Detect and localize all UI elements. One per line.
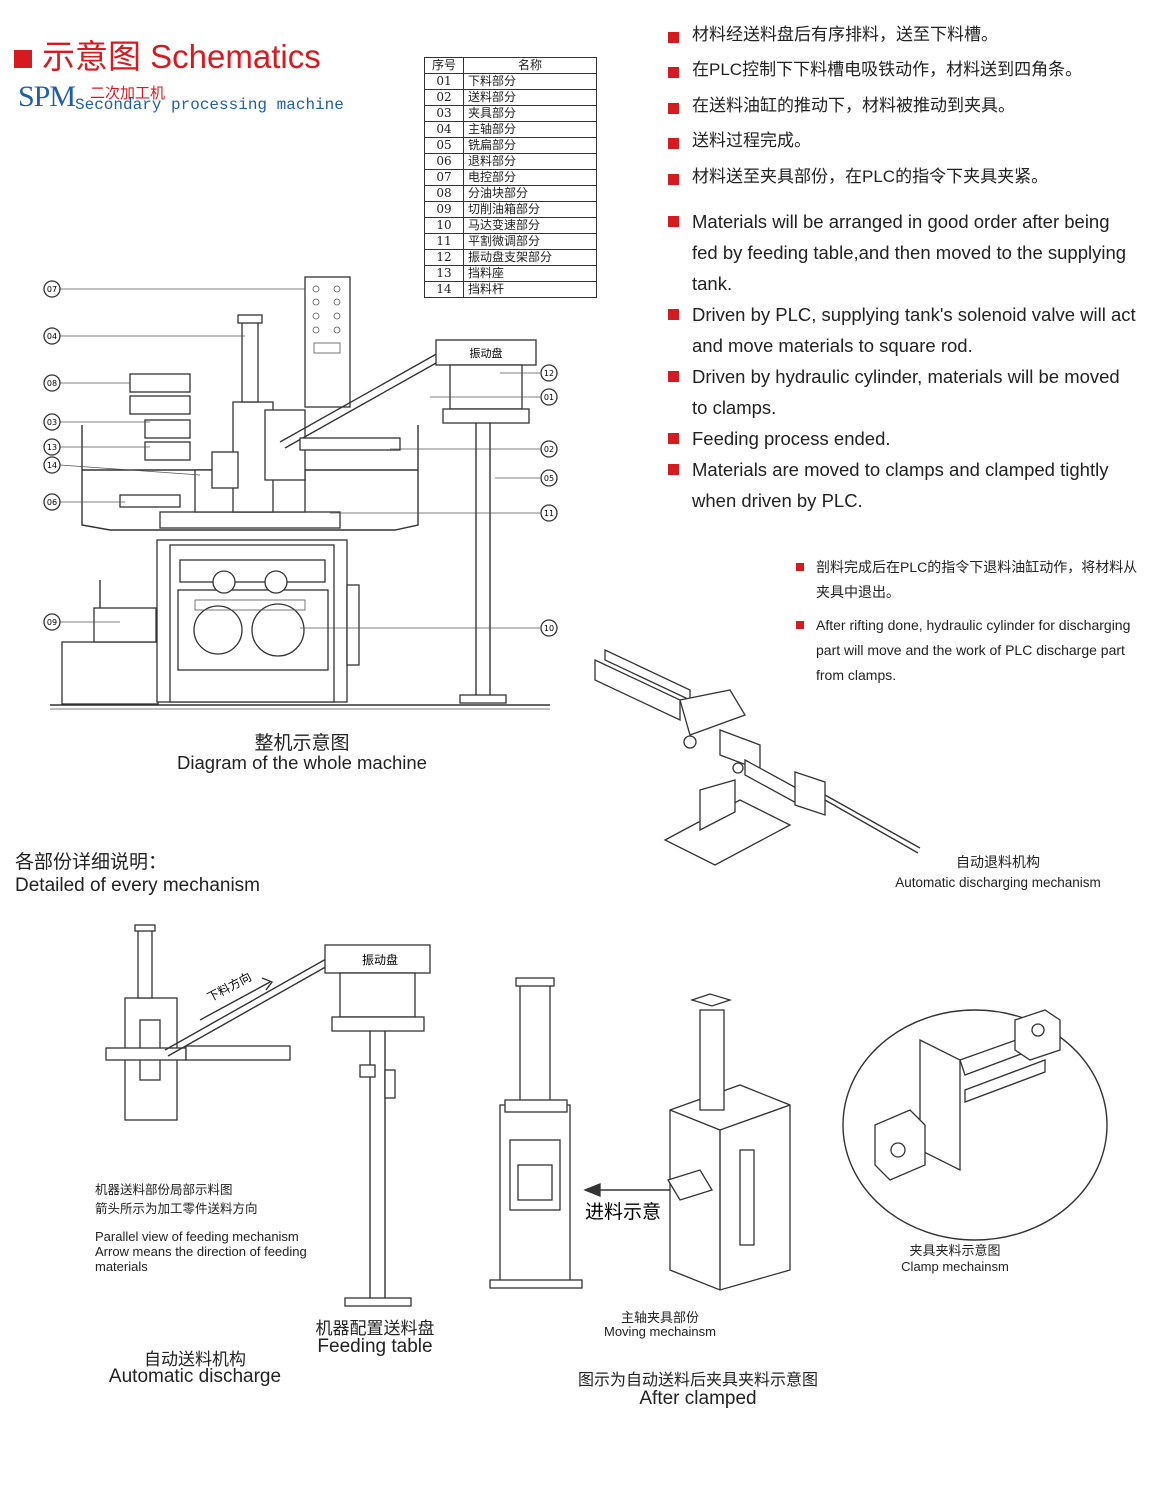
bullet-en: Driven by hydraulic cylinder, materials …: [668, 361, 1138, 423]
clamp-cn: 夹具夹料示意图: [909, 1243, 1001, 1258]
moving-mechanism-drawing: [667, 993, 791, 1291]
title-square-icon: [14, 50, 32, 69]
whole-en: Diagram of the whole machine: [177, 752, 427, 773]
parallel-en: Parallel view of feeding mechanism Arrow…: [95, 1229, 307, 1274]
vibration-plate-label: 振动盘: [470, 346, 503, 360]
callout-label: 07: [47, 285, 57, 294]
bullet-cn: 材料送至夹具部份，在PLC的指令下夹具夹紧。: [668, 167, 1148, 187]
auto-feed-drawing: 进料示意: [489, 977, 670, 1289]
auto-discharge-drawing: [594, 648, 921, 866]
moving-cn: 主轴夹具部份: [620, 1310, 699, 1325]
page-title: 示意图 Schematics: [14, 30, 321, 78]
spm-logo: SPM: [18, 80, 76, 113]
parallel-cn: 机器送料部份局部示料图 箭头所示为加工零件送料方向: [95, 1181, 258, 1219]
callouts-left: 07 04 08 03 13 14 06 09: [43, 280, 61, 631]
callout-label: 04: [47, 332, 57, 341]
vibration-plate-label-2: 振动盘: [362, 952, 398, 967]
whole-cn: 整机示意图: [254, 733, 350, 754]
title-cn: 示意图: [42, 38, 141, 75]
discharge-note-en: After rifting done, hydraulic cylinder f…: [796, 613, 1146, 688]
callout-label: 08: [47, 379, 57, 388]
bullet-en: Driven by PLC, supplying tank's solenoid…: [668, 299, 1138, 361]
bullet-cn: 在送料油缸的推动下，材料被推动到夹具。: [668, 96, 1148, 116]
spm-en: Secondary processing machine: [75, 96, 344, 114]
callout-label: 12: [544, 369, 554, 378]
parallel-cn-line2: 箭头所示为加工零件送料方向: [95, 1202, 258, 1216]
bullet-cn: 送料过程完成。: [668, 131, 1148, 151]
feed-direction-label: 下料方向: [204, 969, 253, 1005]
col-name-header: 名称: [463, 57, 597, 74]
callout-label: 11: [544, 509, 554, 518]
title-en: Schematics: [150, 38, 321, 75]
auto-feed-en: Automatic discharge: [108, 1366, 282, 1387]
parallel-cn-line1: 机器送料部份局部示料图: [95, 1183, 233, 1197]
bullet-cn: 材料经送料盘后有序排料，送至下料槽。: [668, 25, 1148, 45]
feeding-table-drawing: 振动盘: [324, 944, 431, 1307]
callouts-right: 12 01 02 05 11 10: [540, 364, 558, 637]
parallel-feeding-drawing: 下料方向: [105, 924, 346, 1121]
feed-in-label: 进料示意: [585, 1201, 661, 1223]
callout-label: 06: [47, 498, 57, 507]
detail-cn: 各部份详细说明：: [15, 852, 168, 873]
callout-label: 09: [47, 618, 57, 627]
bullets-en: Materials will be arranged in good order…: [668, 206, 1138, 516]
callout-label: 13: [47, 443, 57, 452]
callout-label: 02: [544, 445, 554, 454]
callout-label: 03: [47, 418, 57, 427]
bullet-en: Feeding process ended.: [668, 423, 1138, 454]
after-en: After clamped: [639, 1388, 757, 1409]
bullet-en: Materials will be arranged in good order…: [668, 206, 1138, 299]
callout-label: 01: [544, 393, 554, 402]
clamp-en: Clamp mechainsm: [901, 1259, 1009, 1274]
callout-label: 14: [47, 461, 57, 470]
spm-cn: 二次加工机: [90, 84, 166, 102]
bullet-en: Materials are moved to clamps and clampe…: [668, 454, 1138, 516]
discharge-note-cn: 剖料完成后在PLC的指令下退料油缸动作，将材料从夹具中退出。: [796, 555, 1146, 605]
auto-discharge-en: Automatic discharging mechanism: [895, 875, 1101, 890]
clamp-mechanism-drawing: [842, 1009, 1108, 1241]
detail-en: Detailed of every mechanism: [15, 875, 260, 896]
bullet-cn: 在PLC控制下下料槽电吸铁动作，材料送到四角条。: [668, 60, 1148, 80]
auto-feed-cn: 自动送料机构: [144, 1350, 246, 1369]
callout-label: 10: [544, 624, 554, 633]
feeding-table-cn: 机器配置送料盘: [315, 1319, 435, 1338]
discharge-notes: 剖料完成后在PLC的指令下退料油缸动作，将材料从夹具中退出。 After rif…: [796, 555, 1146, 688]
feeding-table-en: Feeding table: [317, 1336, 433, 1357]
bullets-cn: 材料经送料盘后有序排料，送至下料槽。 在PLC控制下下料槽电吸铁动作，材料送到四…: [668, 25, 1148, 202]
whole-machine-drawing: 振动盘 07 04 08 03 13 14: [43, 276, 558, 710]
callout-label: 05: [544, 474, 554, 483]
auto-discharge-cn: 自动退料机构: [956, 854, 1040, 870]
moving-en: Moving mechainsm: [604, 1324, 716, 1339]
after-cn: 图示为自动送料后夹具夹料示意图: [577, 1372, 818, 1389]
